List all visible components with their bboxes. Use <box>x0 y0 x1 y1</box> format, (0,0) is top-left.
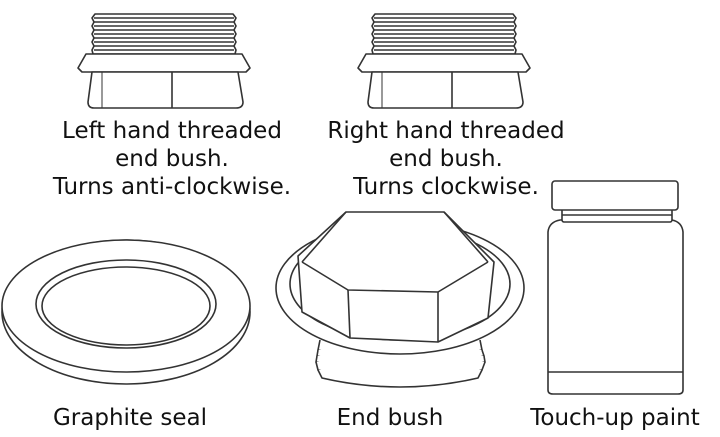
right-threaded-bush-drawing <box>357 13 531 109</box>
end-bush-drawing <box>275 211 525 388</box>
graphite-seal-label: Graphite seal <box>52 405 208 431</box>
label-line: Right hand threaded <box>327 118 565 144</box>
label-line: end bush. <box>389 146 503 172</box>
left-threaded-bush-label: Left hand threaded end bush. Turns anti-… <box>22 117 322 201</box>
left-threaded-bush-drawing <box>77 13 251 109</box>
touch-up-paint-label: Touch-up paint <box>530 405 700 431</box>
touch-up-paint-drawing <box>547 180 684 395</box>
right-threaded-bush-label: Right hand threaded end bush. Turns cloc… <box>296 117 596 201</box>
label-line: Turns anti-clockwise. <box>52 174 292 200</box>
label-line: end bush. <box>115 146 229 172</box>
label-line: Turns clockwise. <box>353 174 539 200</box>
end-bush-label: End bush <box>336 405 444 431</box>
graphite-seal-drawing <box>1 239 251 385</box>
label-line: Left hand threaded <box>62 118 282 144</box>
